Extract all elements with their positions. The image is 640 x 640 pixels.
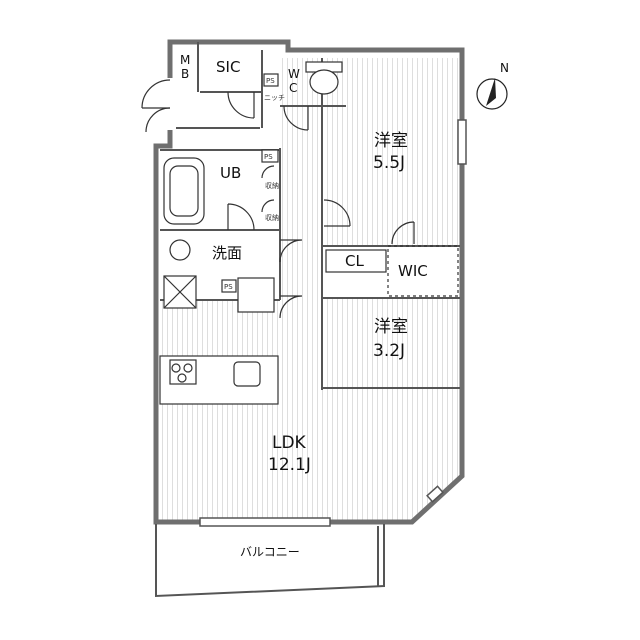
wc-label-top: W [288, 67, 300, 81]
sic-door [227, 91, 255, 119]
balcony [155, 524, 385, 598]
ldk-name: LDK [272, 433, 307, 453]
ps-label-2: PS [266, 77, 275, 85]
door-swings [141, 79, 415, 319]
washroom-door [279, 239, 303, 263]
ldk-size: 12.1J [268, 455, 311, 475]
wc-label-bottom: C [289, 81, 297, 95]
kitchen-sink [233, 361, 261, 387]
room1-door [323, 199, 351, 227]
ub-door [227, 203, 255, 231]
stove [169, 359, 197, 385]
wic-door [391, 221, 415, 245]
storage-ps-1 [261, 149, 279, 163]
sic-label: SIC [216, 58, 240, 76]
window-ldk-south [199, 517, 331, 527]
storage-ps-2 [263, 73, 279, 87]
storage-door-2 [261, 199, 275, 213]
stove-burner-2 [183, 363, 193, 373]
wall-outline [153, 39, 465, 525]
wic-label: WIC [398, 262, 428, 280]
wm-cross-2 [163, 275, 197, 309]
western-room-2-name: 洋室 [374, 317, 408, 337]
closet-rail [325, 249, 387, 273]
storage-label-1: 収納 [265, 181, 279, 190]
washroom-label: 洗面 [212, 244, 242, 262]
compass-north-label: N [500, 61, 509, 75]
western-room-2-floor [322, 298, 460, 388]
compass-needle [486, 78, 496, 106]
bathtub-inner [169, 165, 199, 217]
balcony-label: バルコニー [240, 545, 300, 559]
shower-pan [237, 277, 275, 313]
floor-areas [160, 58, 460, 520]
western-room-1-size: 5.5J [373, 153, 405, 173]
ps-label-3: PS [224, 283, 233, 291]
wc-door [283, 105, 309, 131]
entry-door-2 [145, 107, 171, 133]
storage-ps-3 [221, 279, 237, 293]
washbasin [169, 239, 191, 261]
hall-floor [280, 58, 322, 300]
windows [199, 119, 467, 527]
balcony-rail [155, 524, 385, 598]
compass: N [476, 61, 509, 110]
toilet-bowl [309, 69, 339, 95]
ldk-door [279, 295, 303, 319]
entry-door [141, 79, 171, 109]
compass-ring [476, 78, 508, 110]
niche-label: ニッチ [264, 94, 285, 102]
closet-label: CL [345, 252, 364, 270]
ldk-floor [160, 300, 460, 520]
fixtures [159, 61, 459, 405]
western-room-2-size: 3.2J [373, 341, 405, 361]
storage-label-2: 収納 [265, 213, 279, 222]
window-room1-east [457, 119, 467, 165]
stove-burner-1 [171, 363, 181, 373]
window-ldk-corner [426, 485, 444, 503]
western-room-1-name: 洋室 [374, 131, 408, 151]
ps-label-1: PS [264, 153, 273, 161]
western-room-1-floor [322, 58, 460, 246]
exterior-walls [153, 39, 465, 525]
labels: M B SIC W C UB 洗面 洋室 5.5J CL WIC 洋室 3.2J… [180, 53, 428, 559]
stove-burner-3 [177, 373, 187, 383]
mb-label-bottom: B [181, 67, 189, 81]
mb-label-top: M [180, 53, 190, 67]
ub-label: UB [220, 164, 241, 182]
storage-door-1 [261, 165, 275, 179]
